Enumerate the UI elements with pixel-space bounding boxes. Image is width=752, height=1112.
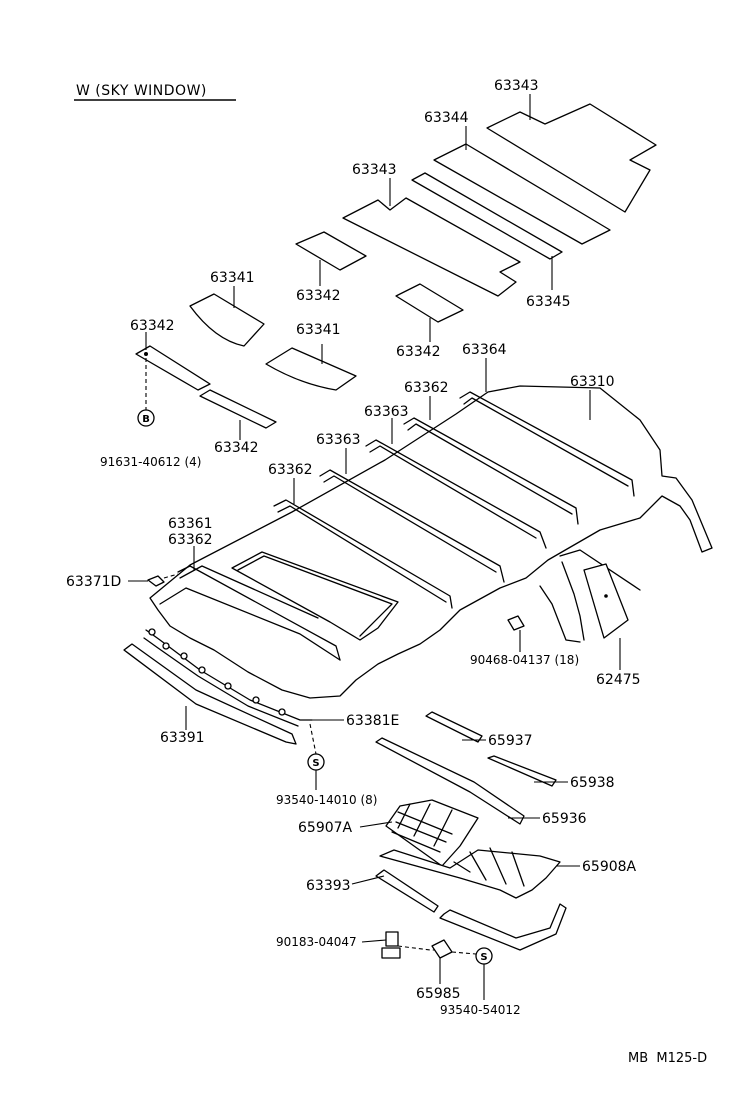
svg-text:S: S bbox=[312, 758, 319, 769]
label-63341-a: 63341 bbox=[210, 270, 255, 286]
label-65907A: 65907A bbox=[298, 820, 353, 836]
pad-63343-top bbox=[486, 103, 657, 213]
label-65985: 65985 bbox=[416, 986, 461, 1002]
label-63344: 63344 bbox=[424, 110, 469, 126]
label-63363-b: 63363 bbox=[316, 432, 361, 448]
pad-63345-strip bbox=[411, 172, 563, 260]
pad-63342-small-a bbox=[295, 231, 367, 271]
label-63345: 63345 bbox=[526, 294, 571, 310]
screw-symbol-s1: S bbox=[307, 723, 325, 771]
label-63393: 63393 bbox=[306, 878, 351, 894]
pillar-trim-62475 bbox=[583, 563, 629, 639]
label-63362-a: 63362 bbox=[404, 380, 449, 396]
label-63381E: 63381E bbox=[346, 713, 399, 729]
label-93540-54012: 93540-54012 bbox=[440, 1003, 521, 1017]
svg-text:B: B bbox=[142, 414, 150, 425]
label-63342-d: 63342 bbox=[214, 440, 259, 456]
label-90468: 90468-04137 (18) bbox=[470, 653, 579, 667]
pad-63343-mid bbox=[342, 197, 521, 297]
label-63391: 63391 bbox=[160, 730, 205, 746]
bolt-symbol-b: B bbox=[137, 358, 155, 427]
label-91631: 91631-40612 (4) bbox=[100, 455, 202, 469]
leader-lines bbox=[128, 94, 621, 1000]
label-65937: 65937 bbox=[488, 733, 533, 749]
label-65908A: 65908A bbox=[582, 859, 637, 875]
label-63341-b: 63341 bbox=[296, 322, 341, 338]
seal-65937 bbox=[425, 711, 483, 743]
molding-63393 bbox=[375, 869, 567, 951]
label-63310: 63310 bbox=[570, 374, 615, 390]
label-63364: 63364 bbox=[462, 342, 507, 358]
clip-63371D bbox=[147, 573, 179, 587]
seal-65938 bbox=[487, 755, 557, 787]
pad-63342-small-b bbox=[395, 283, 464, 323]
frame-65908A bbox=[379, 847, 561, 899]
label-63363-a: 63363 bbox=[364, 404, 409, 420]
label-63343-mid: 63343 bbox=[352, 162, 397, 178]
bracket-65985 bbox=[431, 939, 477, 959]
label-63362-c: 63362 bbox=[168, 532, 213, 548]
retainer-63342-left bbox=[135, 345, 277, 429]
roof-headliner-63310 bbox=[149, 385, 713, 699]
roof-bows bbox=[177, 391, 635, 661]
pad-63341-a bbox=[189, 293, 265, 347]
pillar-edge bbox=[561, 561, 585, 641]
label-63371D: 63371D bbox=[66, 574, 121, 590]
label-90183: 90183-04047 bbox=[276, 935, 357, 949]
svg-text:S: S bbox=[480, 952, 487, 963]
label-63342-c: 63342 bbox=[396, 344, 441, 360]
pad-63344 bbox=[433, 143, 611, 245]
label-65936: 65936 bbox=[542, 811, 587, 827]
label-63343-top: 63343 bbox=[494, 78, 539, 94]
label-62475: 62475 bbox=[596, 672, 641, 688]
screw-symbol-s2: S bbox=[475, 947, 493, 965]
pad-63341-b bbox=[265, 347, 357, 391]
label-63342-a: 63342 bbox=[296, 288, 341, 304]
seal-65936 bbox=[375, 737, 525, 825]
shade-65907A bbox=[385, 799, 479, 867]
label-93540-14010: 93540-14010 (8) bbox=[276, 793, 378, 807]
footer-reference: MB M125-D bbox=[628, 1051, 707, 1066]
label-63361: 63361 bbox=[168, 516, 213, 532]
label-65938: 65938 bbox=[570, 775, 615, 791]
label-63342-b: 63342 bbox=[130, 318, 175, 334]
label-63362-b: 63362 bbox=[268, 462, 313, 478]
weatherstrip-63391 bbox=[123, 643, 297, 745]
retainer-63381E bbox=[143, 628, 313, 727]
diagram-title: W (SKY WINDOW) bbox=[76, 83, 207, 99]
bracket-90183 bbox=[381, 931, 444, 959]
